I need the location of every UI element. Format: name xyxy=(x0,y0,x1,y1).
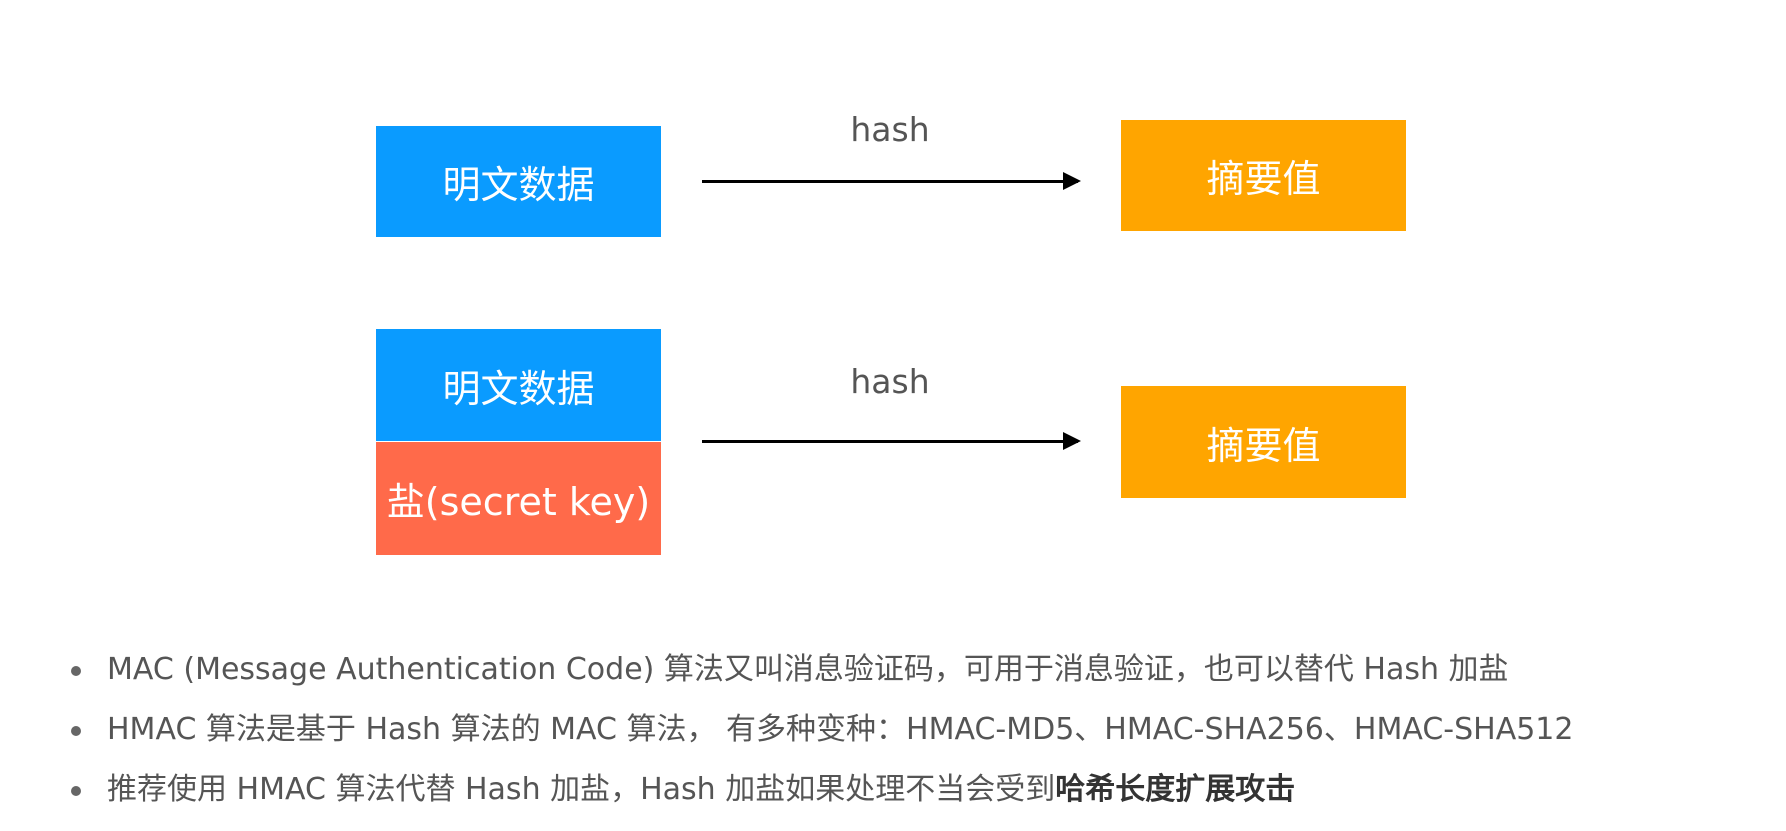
row1-arrow xyxy=(702,180,1078,183)
bullet-dot-icon xyxy=(71,666,81,676)
bullet-item: HMAC 算法是基于 Hash 算法的 MAC 算法， 有多种变种：HMAC-M… xyxy=(65,705,1765,765)
row2-hash-label: hash xyxy=(850,362,930,401)
bullet-item: MAC (Message Authentication Code) 算法又叫消息… xyxy=(65,645,1765,705)
bullet-bold-text: 哈希长度扩展攻击 xyxy=(1055,772,1296,807)
bullet-dot-icon xyxy=(71,726,81,736)
row2-plaintext-box: 明文数据 xyxy=(376,329,661,441)
bullet-text: MAC (Message Authentication Code) 算法又叫消息… xyxy=(107,652,1509,687)
bullet-dot-icon xyxy=(71,786,81,796)
bullet-list: MAC (Message Authentication Code) 算法又叫消息… xyxy=(65,645,1765,825)
row1-plaintext-box: 明文数据 xyxy=(376,126,661,237)
bullet-item: 推荐使用 HMAC 算法代替 Hash 加盐，Hash 加盐如果处理不当会受到哈… xyxy=(65,765,1765,825)
row2-salt-label: 盐(secret key) xyxy=(386,480,651,524)
row1-plaintext-label: 明文数据 xyxy=(442,163,595,207)
row2-digest-label: 摘要值 xyxy=(1206,423,1321,468)
row2-arrow xyxy=(702,440,1078,443)
bullet-text: 推荐使用 HMAC 算法代替 Hash 加盐，Hash 加盐如果处理不当会受到 xyxy=(107,772,1056,807)
row2-salt-box: 盐(secret key) xyxy=(376,442,661,555)
row1-hash-label: hash xyxy=(850,110,930,149)
row2-digest-box: 摘要值 xyxy=(1121,386,1406,498)
row1-digest-label: 摘要值 xyxy=(1206,157,1321,201)
bullet-text: HMAC 算法是基于 Hash 算法的 MAC 算法， 有多种变种：HMAC-M… xyxy=(107,712,1574,747)
row1-digest-box: 摘要值 xyxy=(1121,120,1406,231)
row2-plaintext-label: 明文数据 xyxy=(442,366,595,411)
row1-arrowhead xyxy=(1063,172,1081,190)
row2-arrowhead xyxy=(1063,432,1081,450)
